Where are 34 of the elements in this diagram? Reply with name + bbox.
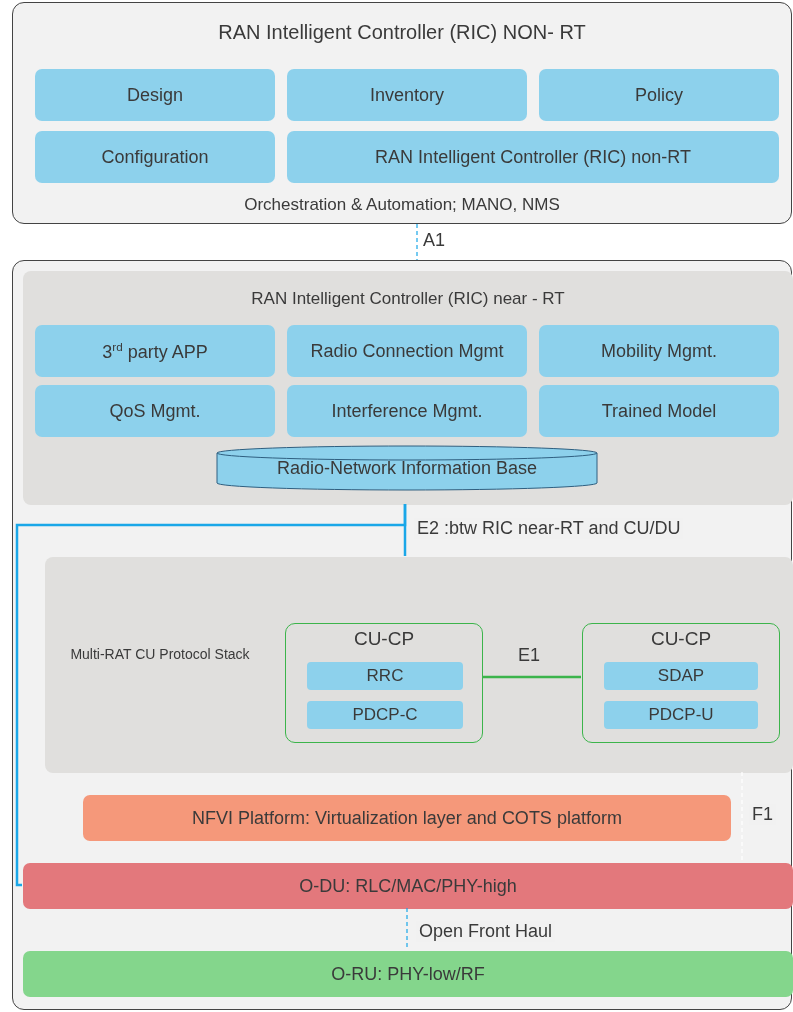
connector-line — [15, 504, 407, 887]
protocol-box: RRC — [307, 662, 463, 690]
panel-title: RAN Intelligent Controller (RIC) NON- RT — [218, 21, 586, 44]
panel-footnote: Orchestration & Automation; MANO, NMS — [243, 195, 561, 215]
function-box: RAN Intelligent Controller (RIC) non-RT — [287, 131, 779, 183]
protocol-stack-panel — [45, 557, 793, 773]
function-box: Configuration — [35, 131, 275, 183]
layer-bar: O-RU: PHY-low/RF — [23, 951, 793, 997]
panel-title: RAN Intelligent Controller (RIC) near - RT — [251, 289, 565, 309]
panel-title: CU-CP — [650, 628, 712, 650]
function-box: Inventory — [287, 69, 527, 121]
function-box: Interference Mgmt. — [287, 385, 527, 437]
protocol-box: SDAP — [604, 662, 758, 690]
controller-panel — [23, 271, 793, 505]
panel-title: CU-CP — [353, 628, 415, 650]
function-box: QoS Mgmt. — [35, 385, 275, 437]
connector-line — [482, 675, 581, 679]
cu-group-box — [582, 623, 780, 743]
protocol-box: PDCP-C — [307, 701, 463, 729]
function-box: Trained Model — [539, 385, 779, 437]
function-box: Policy — [539, 69, 779, 121]
protocol-box: PDCP-U — [604, 701, 758, 729]
layer-frame — [12, 260, 792, 1010]
layer-bar: O-DU: RLC/MAC/PHY-high — [23, 863, 793, 909]
function-box: 3$^{rd}$ party APP — [35, 325, 275, 377]
function-box: Radio Connection Mgmt — [287, 325, 527, 377]
panel-label: Multi-RAT CU Protocol Stack — [69, 645, 251, 664]
function-box: Design — [35, 69, 275, 121]
layer-frame — [12, 2, 792, 224]
connector-line — [416, 223, 418, 261]
function-box: Mobility Mgmt. — [539, 325, 779, 377]
database-cylinder: Radio-Network Information Base — [216, 445, 598, 491]
layer-bar: NFVI Platform: Virtualization layer and COTS platform — [83, 795, 731, 841]
cu-group-box — [285, 623, 483, 743]
